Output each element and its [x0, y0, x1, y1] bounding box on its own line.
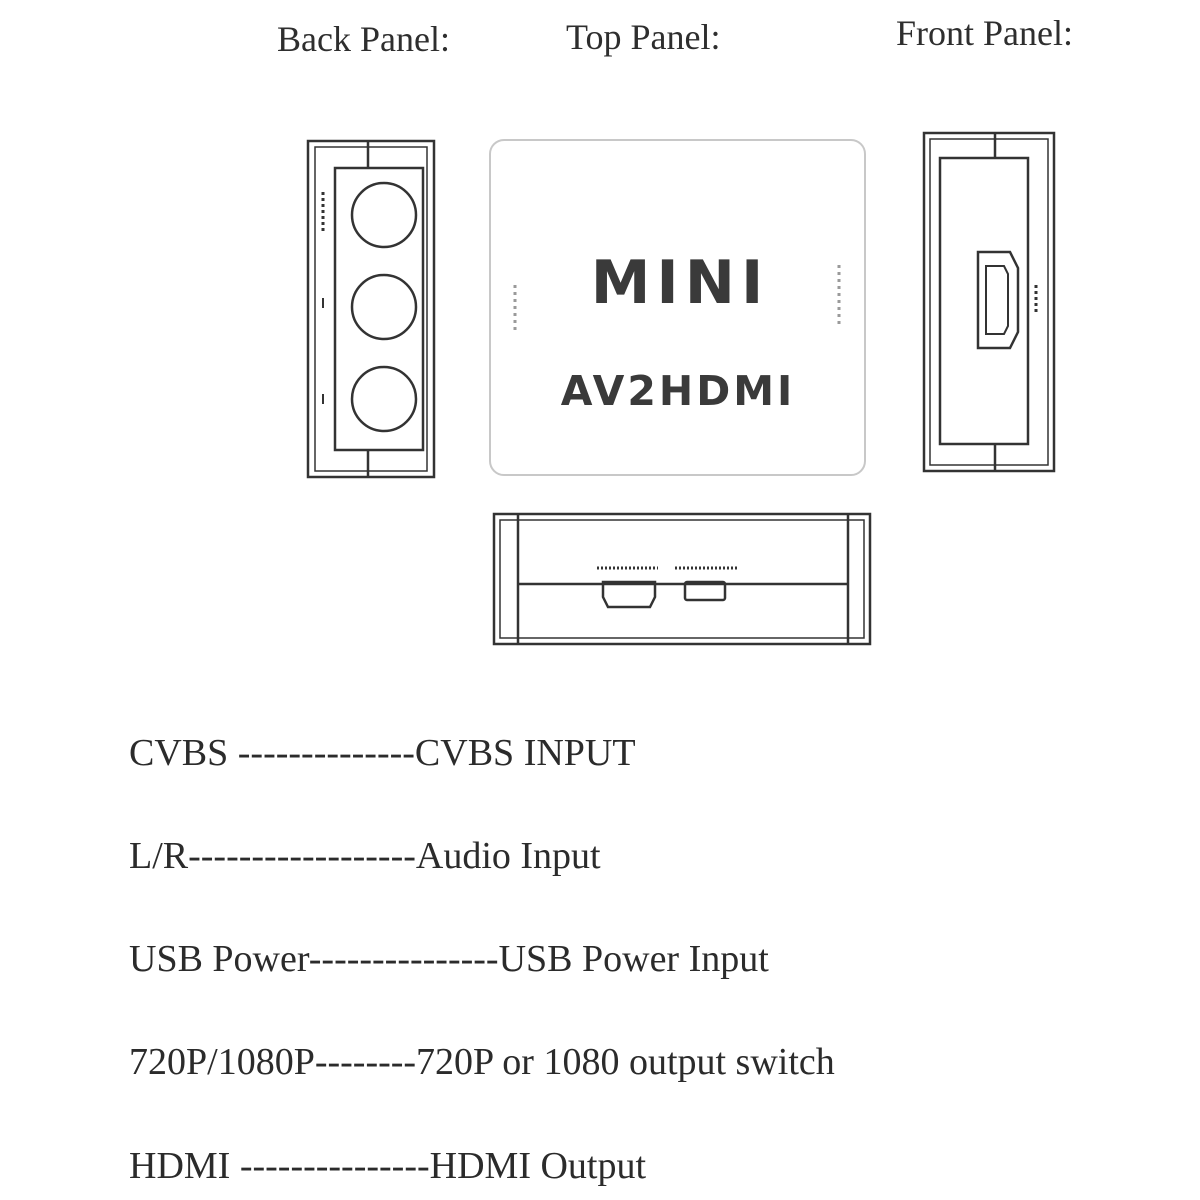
front-panel-inner-outline [929, 138, 1049, 466]
legend-resolution-switch: 720P/1080P--------720P or 1080 output sw… [129, 1041, 835, 1083]
back-panel-title: Back Panel: [277, 19, 450, 59]
back-panel-jack-plate [333, 166, 425, 452]
resolution-switch-icon [683, 580, 727, 602]
top-panel-title: Top Panel: [566, 17, 721, 57]
front-panel-title: Front Panel: [896, 13, 1073, 53]
device-name-line1: MINI [591, 248, 770, 318]
side-panel-inner-outline [499, 519, 865, 639]
front-panel-port-plate [938, 156, 1030, 446]
side-panel-drawing [492, 512, 872, 646]
back-panel-outline [306, 139, 436, 479]
legend-cvbs: CVBS --------------CVBS INPUT [129, 732, 636, 774]
legend-audio: L/R------------------Audio Input [129, 835, 601, 877]
audio-right-jack-icon [350, 365, 418, 433]
front-panel-outline [922, 131, 1056, 473]
cvbs-jack-icon [350, 181, 418, 249]
device-name-line2: AV2HDMI [561, 367, 796, 415]
audio-left-jack-icon [350, 273, 418, 341]
back-panel-drawing [306, 139, 436, 479]
back-panel-inner-outline [314, 146, 428, 472]
hdmi-port-inner-icon [985, 265, 1009, 335]
front-panel-drawing [922, 131, 1056, 473]
legend-hdmi: HDMI ---------------HDMI Output [129, 1145, 647, 1187]
top-panel-drawing: MINI AV2HDMI [489, 139, 866, 476]
hdmi-port-icon [976, 250, 1020, 350]
side-panel-outline [492, 512, 872, 646]
usb-power-port-icon [601, 580, 657, 609]
device-top-face [489, 139, 866, 476]
legend-usb-power: USB Power---------------USB Power Input [129, 938, 769, 980]
device-diagram: MINI AV2HDMI [306, 131, 1056, 646]
